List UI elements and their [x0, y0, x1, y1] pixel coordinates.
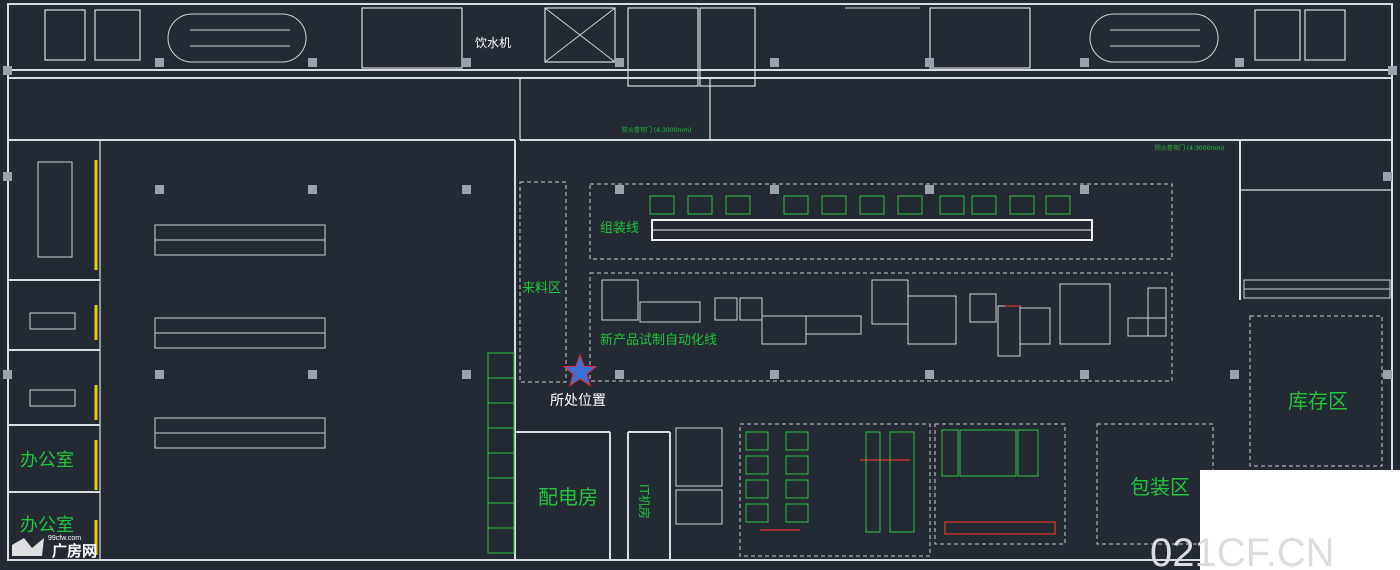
stair-left [167, 13, 307, 63]
toilet-left [361, 7, 463, 69]
outer-wall [7, 3, 1393, 561]
watermark-url-left: 99cfw.com [48, 535, 81, 542]
incoming-area-boundary [519, 181, 567, 383]
assembly-line-label: 组装线 [600, 221, 639, 236]
elevator-right-a [1254, 9, 1301, 61]
assembly-line-boundary [589, 183, 1173, 260]
fire-door-2-label: 防火卷帘门 (4:3000mm) [1155, 144, 1224, 152]
incoming-area-label: 来料区 [522, 281, 561, 296]
watermark-panel [1200, 470, 1400, 570]
toilet-right [929, 7, 1031, 69]
shaft-mid [627, 7, 699, 87]
current-location-marker: 所处位置 [550, 353, 606, 409]
warehouse-label: 库存区 [1288, 389, 1348, 413]
fire-door-1-label: 防火卷帘门 (4:3000mm) [622, 126, 691, 134]
brand-logo-icon [12, 538, 44, 556]
left-offices: 办公室 办公室 [8, 140, 101, 560]
meeting-table-medium [29, 312, 76, 330]
meeting-table-large [37, 161, 73, 258]
star-icon [562, 353, 598, 387]
top-service-strip: 饮水机 [44, 7, 1346, 87]
cabinet-stack [487, 352, 515, 554]
shaft-mid-2 [699, 7, 756, 87]
elevator-mid [544, 7, 616, 63]
office-2-label: 办公室 [20, 515, 74, 536]
new-product-line-boundary [589, 272, 1173, 382]
packaging-area-label: 包装区 [1130, 475, 1190, 499]
elevator-right-b [1304, 9, 1346, 61]
power-room-label: 配电房 [538, 485, 598, 509]
elevator-left-b [94, 9, 141, 61]
water-machine-label: 饮水机 [475, 36, 511, 50]
new-product-line-label: 新产品试制自动化线 [600, 332, 717, 348]
meeting-table-small [29, 389, 76, 407]
fire-doors: 防火卷帘门 (4:3000mm) 防火卷帘门 (4:3000mm) [622, 126, 1224, 152]
watermark-brand-left: 广房网 [52, 542, 97, 560]
office-1-label: 办公室 [20, 450, 74, 471]
it-room-label: IT机房 [637, 484, 652, 519]
power-and-it-rooms: 配电房 IT机房 [515, 431, 671, 560]
assembly-line-zone: 组装线 [589, 183, 1173, 260]
building-walls [7, 3, 1393, 561]
watermarks: 99cfw.com 广房网 021CF.CN [12, 470, 1400, 570]
incoming-area: 来料区 [519, 181, 567, 383]
warehouse-boundary [1249, 315, 1383, 467]
new-product-line-zone: 新产品试制自动化线 [589, 272, 1173, 382]
stair-right [1089, 13, 1219, 63]
current-location-label: 所处位置 [550, 393, 606, 409]
columns [3, 58, 1397, 379]
desk-clusters [154, 224, 326, 449]
watermark-right: 021CF.CN [1150, 531, 1335, 570]
elevator-left-a [44, 9, 86, 61]
test-equipment-areas [675, 423, 1066, 557]
